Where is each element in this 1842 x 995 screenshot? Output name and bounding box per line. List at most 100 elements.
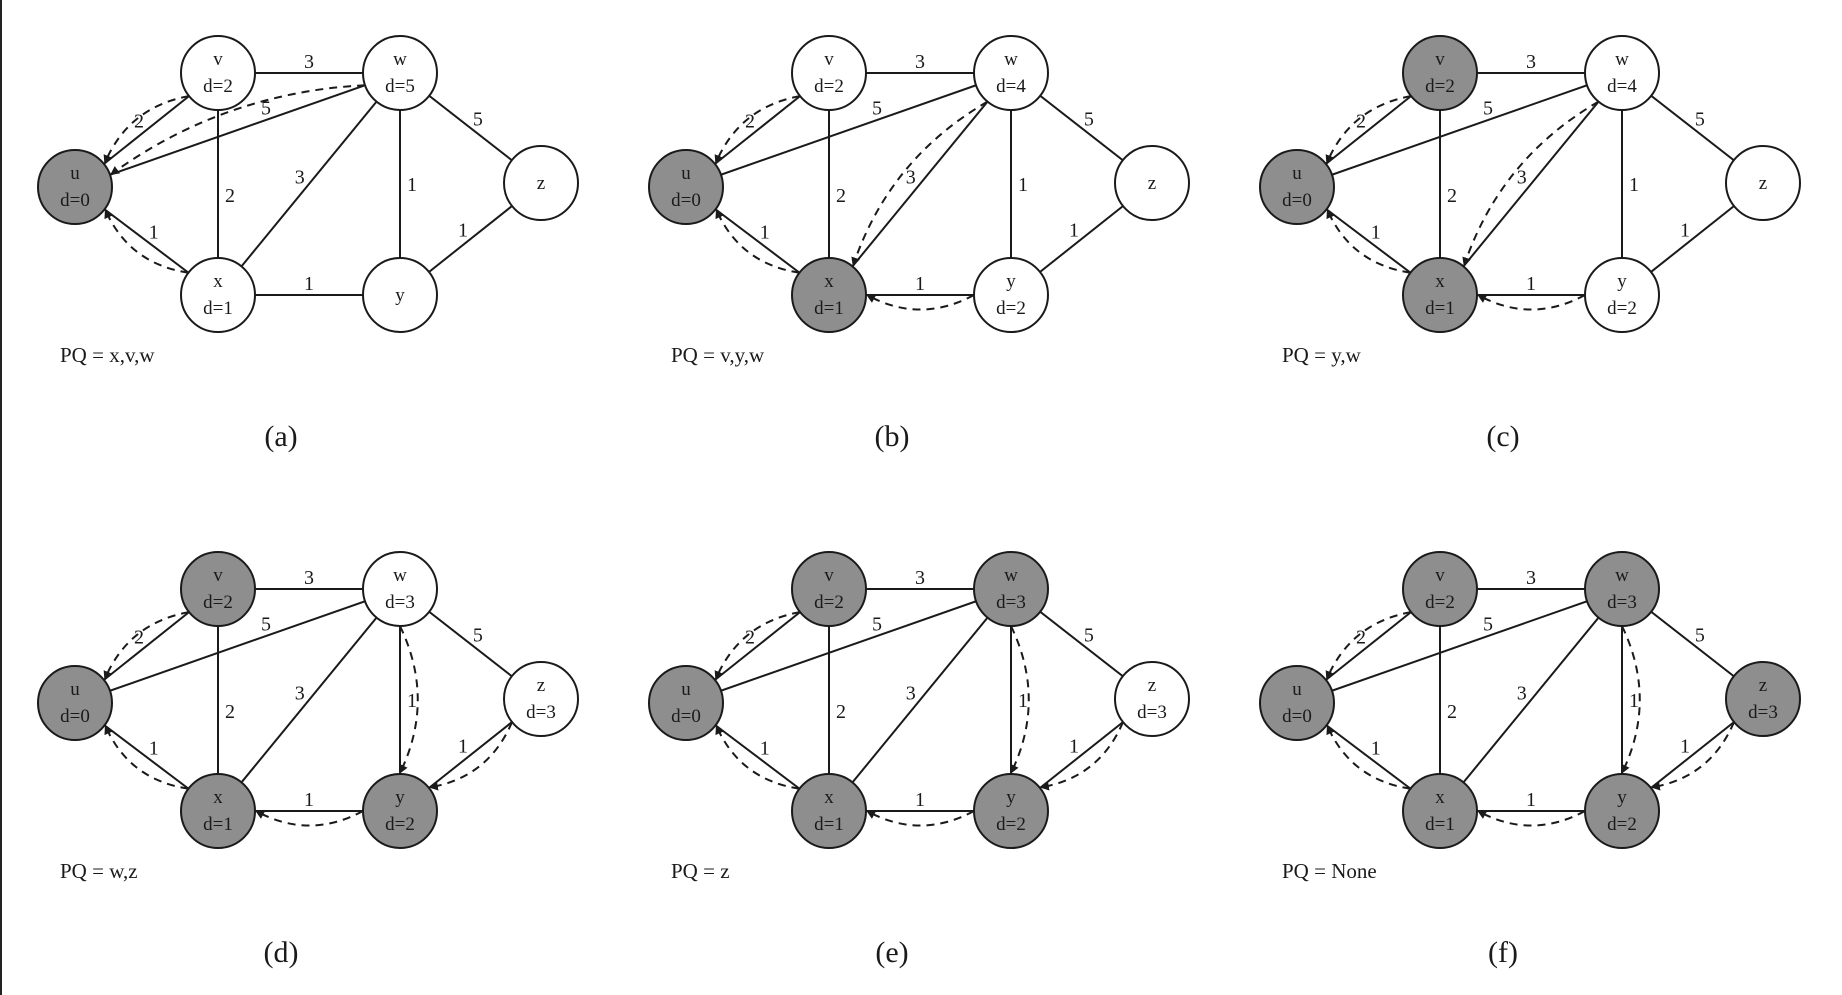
node-name-x: x [1435,787,1445,808]
node-z: z [503,145,579,221]
node-circle-u [648,149,724,225]
node-z: zd=3 [1114,661,1190,737]
node-name-x: x [213,787,223,808]
edge-weight-x-y: 1 [1526,789,1536,811]
node-distance-v: d=2 [203,76,233,97]
node-circle-w [362,551,438,627]
node-name-x: x [1435,271,1445,292]
panel-caption: (d) [264,936,299,969]
node-distance-u: d=0 [60,706,90,727]
node-circle-u [37,149,113,225]
edge-weight-y-z: 1 [1680,220,1690,242]
node-circle-x [180,773,256,849]
node-name-y: y [395,285,405,306]
node-distance-x: d=1 [1425,814,1455,835]
edge-weight-u-v: 2 [745,627,755,649]
edge-weight-w-x: 3 [906,166,916,188]
node-distance-u: d=0 [671,190,701,211]
node-name-w: w [1004,49,1018,70]
node-name-y: y [1006,271,1016,292]
node-distance-y: d=2 [1607,814,1637,835]
edge-weight-u-x: 1 [1371,737,1381,759]
edge-weight-w-z: 5 [1695,625,1705,647]
node-v: vd=2 [791,551,867,627]
node-circle-z [1725,661,1801,737]
predecessor-arrow-w-y [399,625,419,774]
node-v: vd=2 [180,35,256,111]
edge-weight-v-w: 3 [304,51,314,73]
node-z: z [1725,145,1801,221]
node-distance-w: d=5 [385,76,415,97]
edge-weight-y-z: 1 [458,220,468,242]
edge-weight-u-v: 2 [745,111,755,133]
edge-u-w [74,588,401,704]
node-name-y: y [1006,787,1016,808]
edge-weight-u-w: 5 [872,613,882,635]
node-circle-x [1402,257,1478,333]
node-u: ud=0 [1259,665,1335,741]
edge-weight-u-v: 2 [1356,111,1366,133]
predecessor-arrow-w-y [1621,625,1641,774]
predecessor-arrow-v-u [714,611,801,681]
priority-queue-label: PQ = None [1282,859,1377,883]
edge-weight-y-z: 1 [1069,220,1079,242]
node-name-y: y [1617,787,1627,808]
node-name-x: x [824,787,834,808]
node-w: wd=3 [362,551,438,627]
node-name-v: v [213,565,223,586]
node-distance-w: d=3 [385,592,415,613]
edge-weight-w-x: 3 [1517,166,1527,188]
node-distance-x: d=1 [203,814,233,835]
node-name-u: u [1292,679,1302,700]
node-x: x d=1 [180,257,256,333]
node-name-u: u [70,679,80,700]
node-circle-z [503,661,579,737]
edge-weight-x-y: 1 [1526,273,1536,295]
node-distance-z: d=3 [1748,702,1778,723]
edge-u-w [1296,588,1623,704]
edge-weight-u-x: 1 [1371,221,1381,243]
edge-weight-u-w: 5 [872,97,882,119]
node-distance-u: d=0 [60,190,90,211]
node-circle-z [1114,145,1190,221]
node-v: vd=2 [1402,35,1478,111]
edge-weight-w-x: 3 [295,166,305,188]
node-name-x: x [824,271,834,292]
node-name-v: v [824,49,834,70]
node-distance-x: d=1 [814,298,844,319]
panel-caption: (e) [875,936,908,969]
node-name-w: w [1004,565,1018,586]
edge-weight-u-x: 1 [760,221,770,243]
priority-queue-label: PQ = v,y,w [671,343,765,367]
node-circle-z [1725,145,1801,221]
priority-queue-label: PQ = y,w [1282,343,1362,367]
node-name-x: x [213,271,223,292]
edge-weight-v-w: 3 [1526,567,1536,589]
edge-weight-u-x: 1 [149,221,159,243]
node-circle-x [180,257,256,333]
node-distance-x: d=1 [203,298,233,319]
node-name-z: z [537,173,545,194]
node-v: vd=2 [180,551,256,627]
edge-weight-y-z: 1 [1069,736,1079,758]
edge-weight-v-x: 2 [1447,701,1457,723]
node-name-z: z [1759,675,1767,696]
node-name-u: u [681,163,691,184]
node-y: yd=2 [362,773,438,849]
panel-caption: (b) [875,420,910,453]
node-name-u: u [681,679,691,700]
edge-weight-v-x: 2 [225,185,235,207]
node-w: wd=3 [973,551,1049,627]
node-name-v: v [1435,49,1445,70]
edge-weight-w-y: 1 [1629,174,1639,196]
edge-weight-w-y: 1 [407,174,417,196]
node-u: u d=0 [37,665,113,741]
node-z: z d=3 [1725,661,1801,737]
edge-weight-u-w: 5 [261,97,271,119]
edge-weight-u-v: 2 [134,627,144,649]
edge-weight-w-y: 1 [1018,174,1028,196]
node-circle-y [973,257,1049,333]
